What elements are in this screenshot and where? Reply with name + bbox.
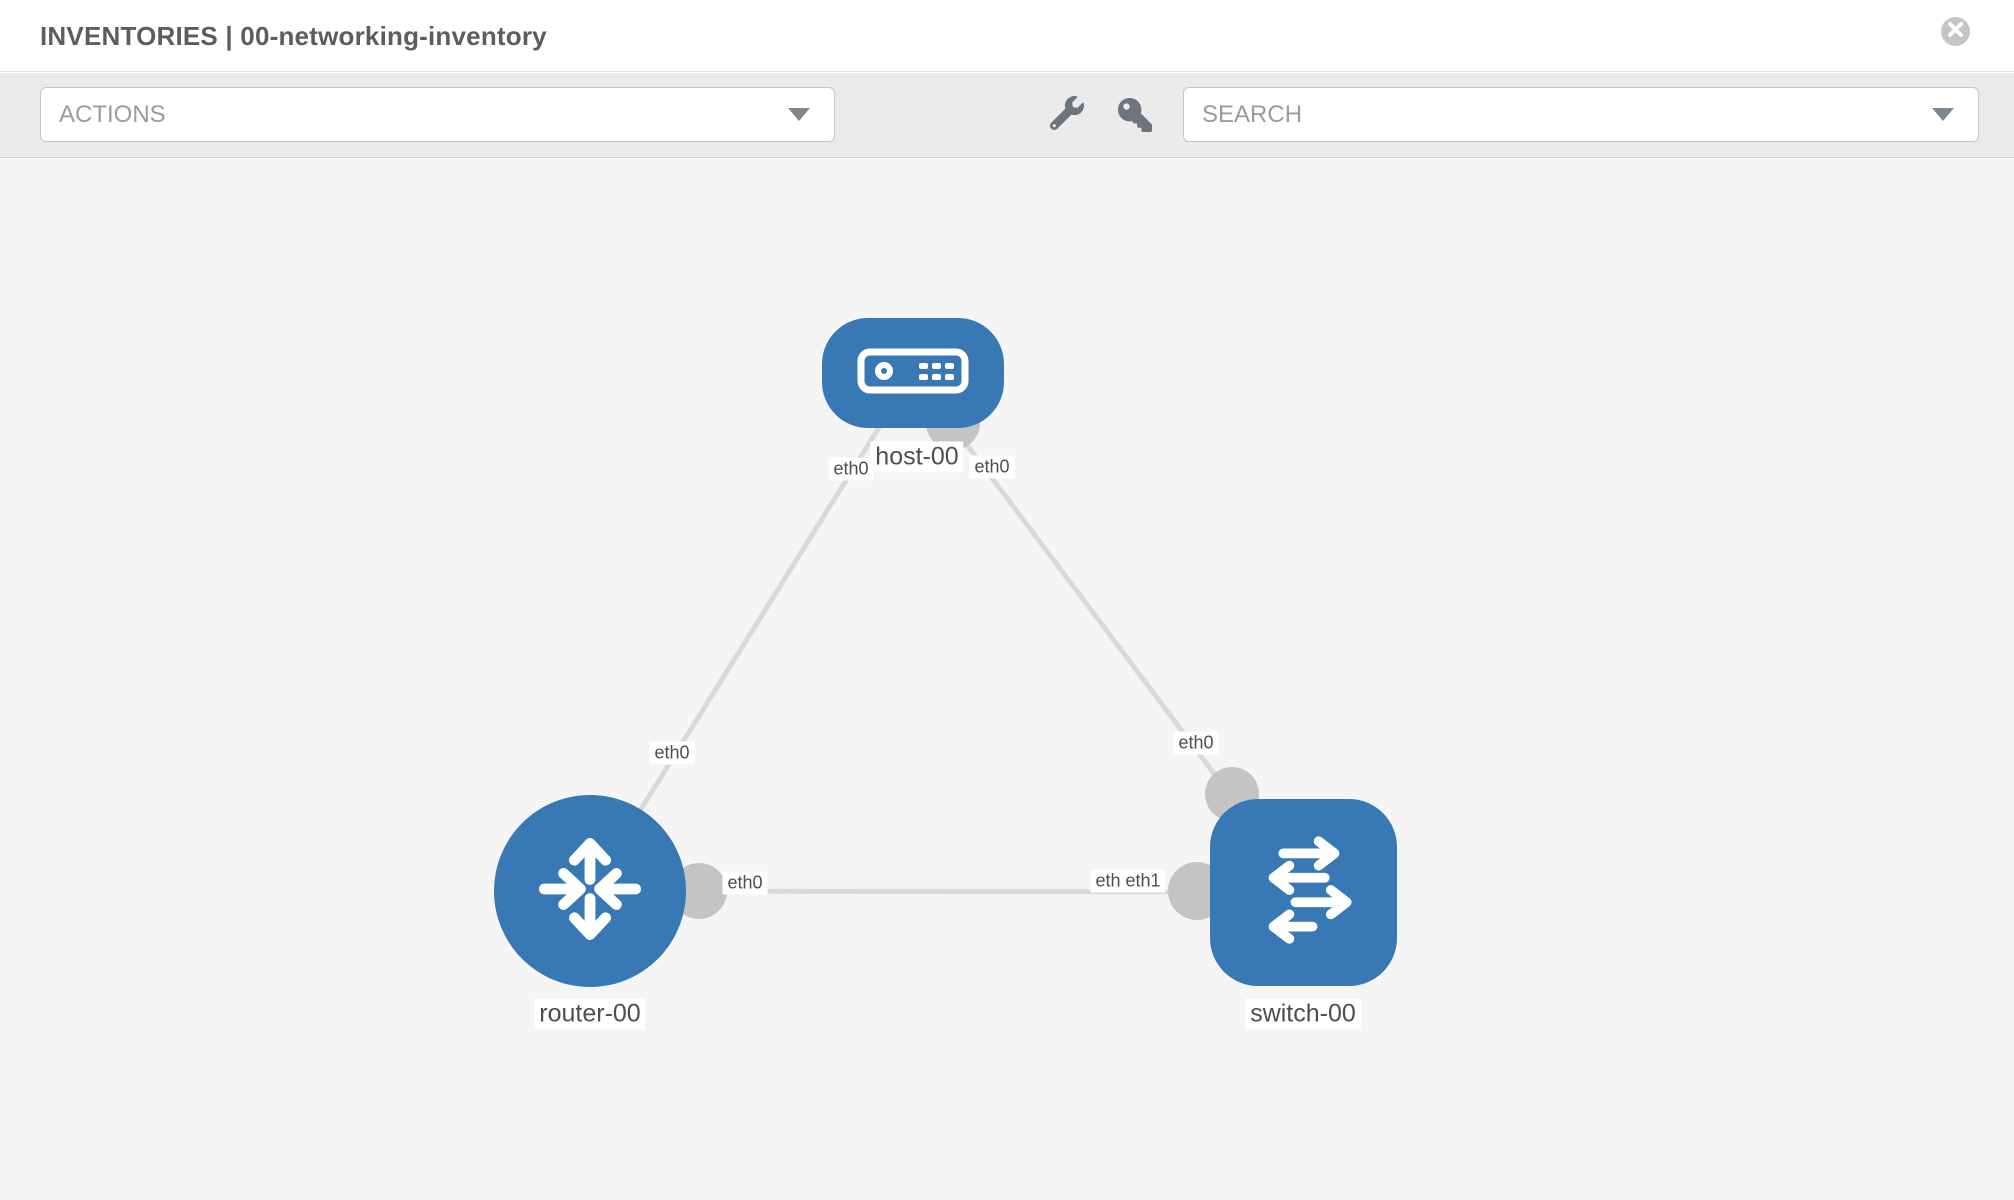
header: INVENTORIES | 00-networking-inventory	[0, 0, 2014, 72]
page-title: INVENTORIES | 00-networking-inventory	[40, 20, 547, 51]
node-router-00[interactable]	[494, 795, 686, 987]
actions-dropdown-label: ACTIONS	[59, 100, 166, 128]
wrench-icon	[1049, 95, 1084, 135]
configure-button[interactable]	[1047, 95, 1087, 135]
topology-canvas[interactable]: host-00 router-00 switch-00 eth0 eth0 et…	[0, 159, 2014, 1200]
node-label-host-00: host-00	[870, 441, 964, 473]
toolbar: ACTIONS	[0, 73, 2014, 158]
if-label-host-eth0-right: eth0	[969, 455, 1015, 479]
switch-icon	[1243, 829, 1365, 956]
caret-down-icon	[788, 108, 810, 121]
if-label-router-eth0-uplink: eth0	[649, 741, 695, 765]
node-switch-00[interactable]	[1210, 799, 1397, 986]
if-label-switch-eth0-top: eth0	[1173, 731, 1219, 755]
if-label-router-eth0-mid: eth0	[722, 871, 768, 895]
search-input[interactable]	[1184, 100, 1932, 129]
close-icon	[1948, 21, 1963, 42]
key-icon	[1118, 98, 1152, 132]
actions-dropdown[interactable]: ACTIONS	[40, 87, 835, 142]
close-button[interactable]	[1941, 17, 1970, 46]
credentials-button[interactable]	[1115, 95, 1155, 135]
router-icon	[530, 829, 650, 954]
if-label-switch-eth1: eth1	[1120, 869, 1166, 893]
caret-down-icon	[1932, 108, 1954, 121]
node-host-00[interactable]	[822, 318, 1004, 428]
host-icon	[857, 348, 969, 399]
search-box[interactable]	[1183, 87, 1979, 142]
node-label-switch-00: switch-00	[1245, 998, 1361, 1030]
links-layer	[587, 371, 1305, 920]
if-label-host-eth0-left: eth0	[828, 457, 874, 481]
node-label-router-00: router-00	[534, 998, 646, 1030]
